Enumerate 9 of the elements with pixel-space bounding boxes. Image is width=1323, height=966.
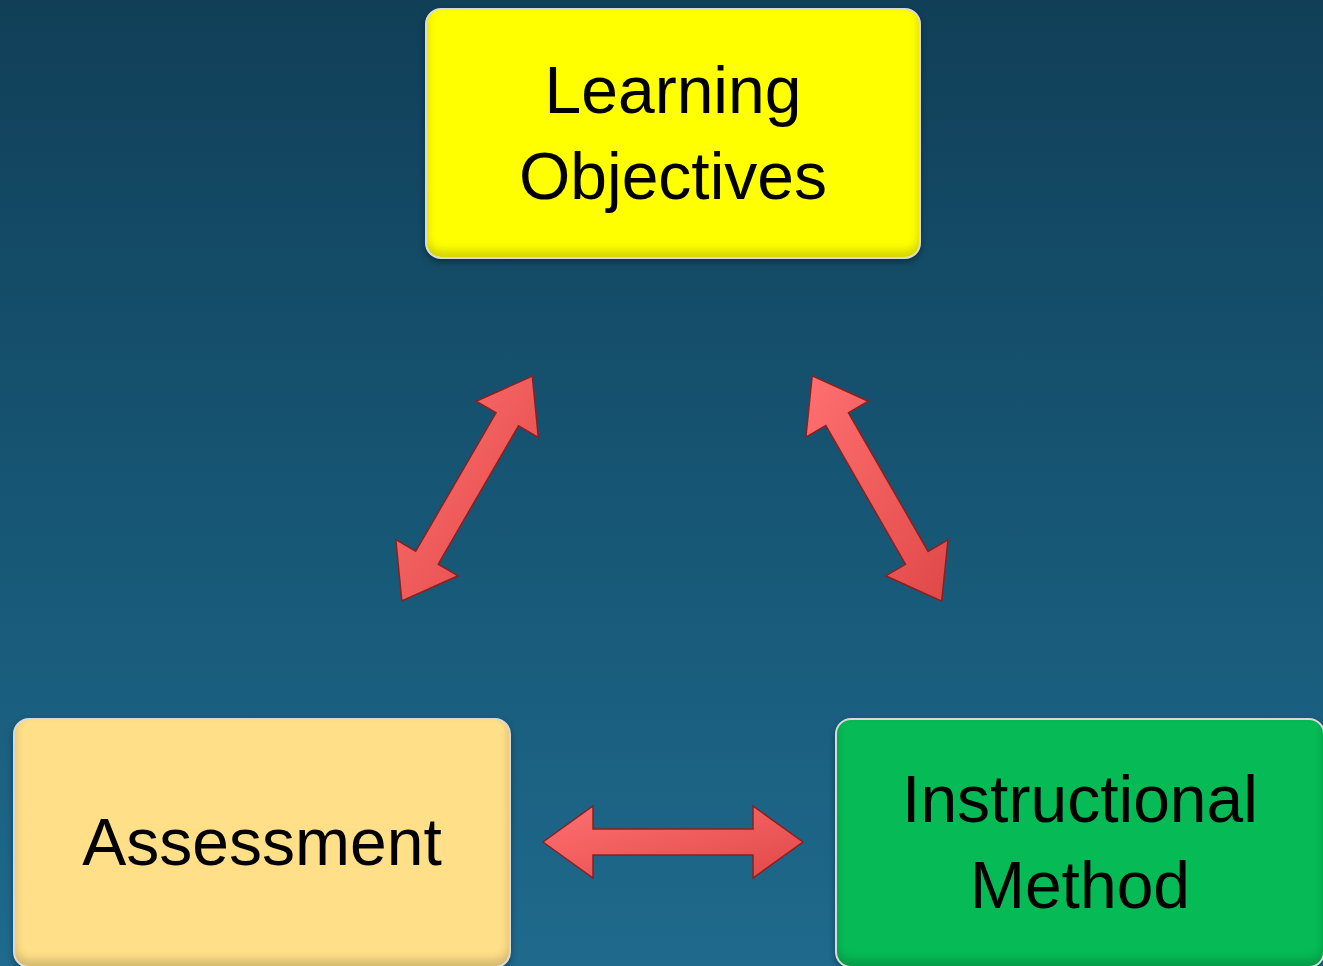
double-arrow (394, 375, 540, 602)
double-arrow (805, 374, 949, 603)
box-label: Instructional Method (901, 761, 1259, 924)
box-label: Learning Objectives (517, 51, 829, 215)
double-arrow (541, 804, 805, 880)
concept-box (835, 718, 1323, 966)
concept-box (425, 8, 921, 259)
box-label: Assessment (81, 804, 443, 882)
concept-box (13, 718, 511, 966)
